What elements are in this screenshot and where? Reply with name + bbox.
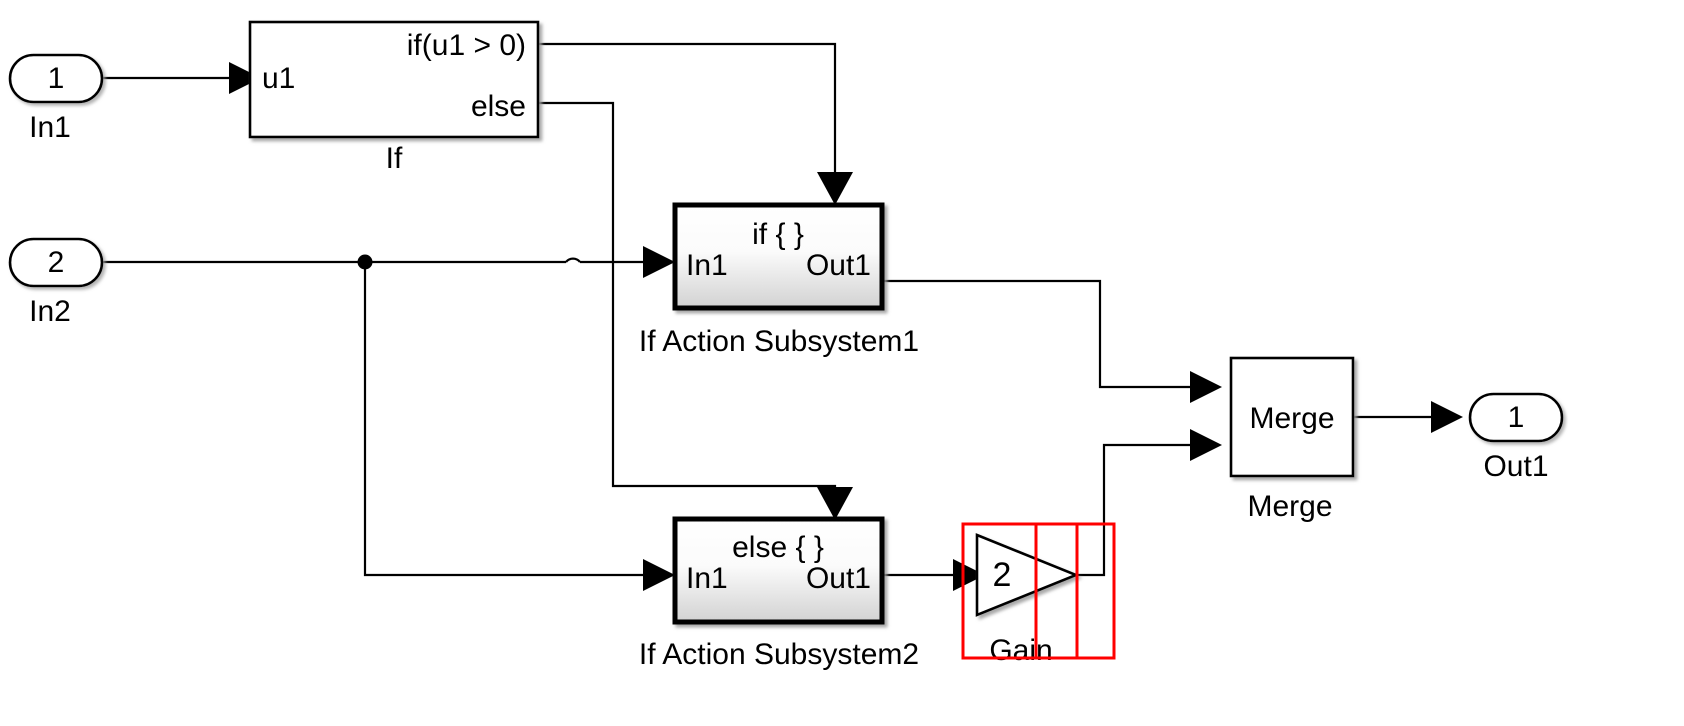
arrowhead-subsystem1-action bbox=[817, 172, 853, 205]
if-block-else-label: else bbox=[471, 90, 526, 123]
if-action-subsystem2-label: If Action Subsystem2 bbox=[639, 638, 919, 671]
if-action-subsystem2-block[interactable]: else { } In1 Out1 If Action Subsystem2 bbox=[639, 516, 919, 671]
if-block-input-label: u1 bbox=[262, 62, 295, 95]
signal-if-condition-to-subsystem1[interactable] bbox=[538, 42, 853, 205]
arrowhead-gain-input bbox=[953, 559, 985, 591]
gain-block-label: Gain bbox=[989, 634, 1052, 667]
if-action-subsystem2-output-label: Out1 bbox=[806, 562, 871, 595]
outport-out1-label: Out1 bbox=[1483, 450, 1548, 483]
inport-in2-number: 2 bbox=[48, 246, 65, 279]
inport-in2[interactable]: 2 In2 bbox=[8, 237, 104, 328]
arrowhead-merge-in1 bbox=[1190, 371, 1222, 403]
arrowhead-subsystem2-action bbox=[817, 487, 853, 520]
if-block[interactable]: u1 if(u1 > 0) else If bbox=[248, 20, 540, 175]
gain-selection-border bbox=[961, 522, 1079, 660]
signal-gain-to-merge[interactable] bbox=[1076, 429, 1222, 577]
if-action-subsystem1-input-label: In1 bbox=[686, 249, 728, 282]
signal-subsystem2-to-gain[interactable] bbox=[882, 559, 985, 591]
if-block-condition-label: if(u1 > 0) bbox=[407, 29, 526, 62]
signal-if-else-to-subsystem2[interactable] bbox=[538, 101, 853, 520]
merge-block-label: Merge bbox=[1247, 490, 1332, 523]
if-action-subsystem1-block[interactable]: if { } In1 Out1 If Action Subsystem1 bbox=[639, 202, 919, 358]
if-block-label: If bbox=[386, 142, 403, 175]
if-action-subsystem1-label: If Action Subsystem1 bbox=[639, 325, 919, 358]
inport-in2-label: In2 bbox=[29, 295, 71, 328]
inport-in1-label: In1 bbox=[29, 111, 71, 144]
arrowhead-subsystem2-in1 bbox=[643, 559, 675, 591]
signal-merge-to-out1[interactable] bbox=[1353, 401, 1463, 433]
arrowhead-out1 bbox=[1431, 401, 1463, 433]
gain-block[interactable]: 2 Gain bbox=[975, 522, 1116, 667]
merge-block[interactable]: Merge Merge bbox=[1229, 356, 1355, 523]
outport-out1-number: 1 bbox=[1508, 401, 1525, 434]
arrowhead-merge-in2 bbox=[1190, 429, 1222, 461]
signal-in2-branch-to-subsystem2[interactable] bbox=[363, 262, 675, 591]
if-action-subsystem1-header: if { } bbox=[752, 218, 804, 251]
inport-in1[interactable]: 1 In1 bbox=[8, 53, 104, 144]
if-action-subsystem2-header: else { } bbox=[732, 531, 824, 564]
if-action-subsystem1-output-label: Out1 bbox=[806, 249, 871, 282]
arrowhead-subsystem1-in1 bbox=[643, 246, 675, 278]
inport-in1-number: 1 bbox=[48, 62, 65, 95]
arrowhead-if-u1 bbox=[229, 62, 261, 94]
merge-block-inner-text: Merge bbox=[1249, 402, 1334, 435]
signal-in1-to-if[interactable] bbox=[101, 62, 261, 94]
gain-value: 2 bbox=[993, 556, 1012, 594]
outport-out1[interactable]: 1 Out1 bbox=[1468, 392, 1564, 483]
if-action-subsystem2-input-label: In1 bbox=[686, 562, 728, 595]
signal-subsystem1-to-merge[interactable] bbox=[882, 279, 1222, 403]
signal-in2-to-subsystem1[interactable] bbox=[101, 246, 675, 278]
